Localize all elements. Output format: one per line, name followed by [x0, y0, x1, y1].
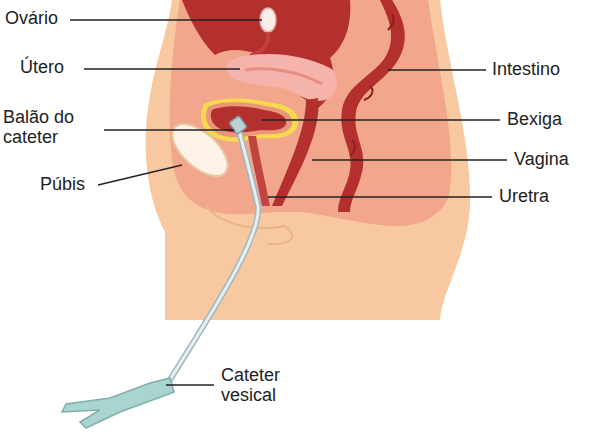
part-label: Balão do cateter: [3, 108, 95, 148]
catheter-balloon-tip: [229, 116, 247, 134]
leader-line: [388, 69, 486, 70]
catheter-connector: [62, 378, 174, 428]
uterus-shape: [226, 54, 337, 101]
leader-line: [312, 159, 507, 160]
part-label: Ovário: [5, 9, 58, 29]
intestine-folds: [350, 14, 394, 156]
part-label: Vagina: [514, 150, 569, 170]
leader-line: [84, 68, 240, 69]
leader-line: [70, 19, 262, 20]
intestine-shape: [338, 0, 405, 212]
leader-line: [98, 165, 182, 185]
part-label: Uretra: [499, 187, 549, 207]
leader-line: [166, 384, 214, 385]
leader-lines: [70, 20, 507, 385]
abdominal-organ: [182, 0, 350, 108]
uterus-cavity: [245, 69, 322, 84]
part-label: Púbis: [40, 175, 85, 195]
fallopian-tube: [250, 32, 268, 56]
ovary-shape: [260, 8, 276, 32]
part-label: Intestino: [492, 60, 560, 80]
part-label: Útero: [20, 58, 64, 78]
leader-line: [268, 196, 492, 197]
part-label: Cateter vesical: [221, 366, 307, 406]
internal-tissue: [170, 0, 452, 226]
leader-line: [262, 119, 500, 120]
leader-line: [104, 129, 234, 130]
part-label: Bexiga: [507, 110, 562, 130]
